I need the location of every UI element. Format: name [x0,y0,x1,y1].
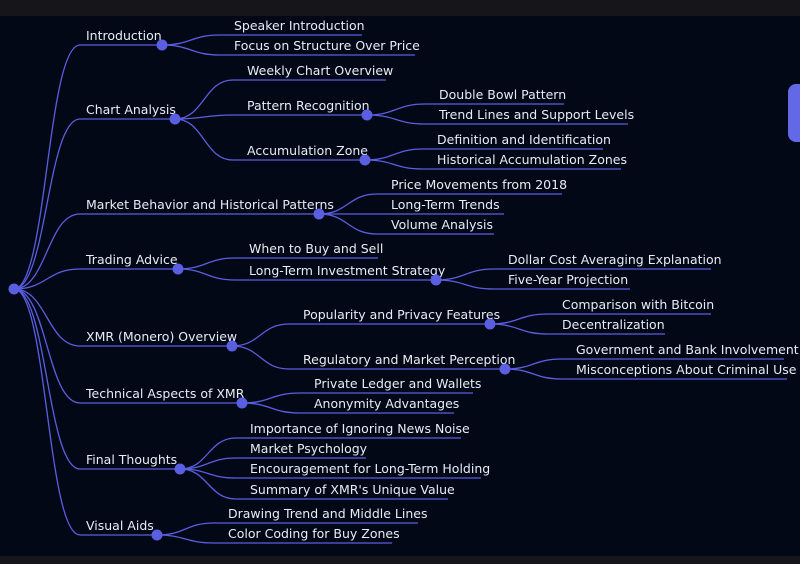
leaf-node-1-2-0[interactable]: Definition and Identification [437,132,611,147]
child-node-2-1[interactable]: Long-Term Trends [391,197,500,212]
branch-node-3[interactable]: Trading Advice [85,252,178,267]
leaf-node-4-0-1[interactable]: Decentralization [562,317,665,332]
child-node-3-1[interactable]: Long-Term Investment Strategy [249,263,446,278]
leaf-node-1-2-1[interactable]: Historical Accumulation Zones [437,152,627,167]
leaf-node-4-1-0[interactable]: Government and Bank Involvement [576,342,799,357]
connector-line [179,468,237,500]
connector-line [364,159,424,170]
child-node-6-3[interactable]: Summary of XMR's Unique Value [250,482,455,497]
expand-dot-1-2[interactable] [359,154,371,166]
connector-line [231,345,290,370]
connector-line [156,534,215,544]
connector-line [318,213,378,235]
connector-line [13,44,81,290]
expand-dot-4-0[interactable] [484,318,496,330]
child-node-1-2[interactable]: Accumulation Zone [247,143,368,158]
child-node-7-1[interactable]: Color Coding for Buy Zones [228,526,400,541]
child-node-6-0[interactable]: Importance of Ignoring News Noise [250,421,470,436]
connector-line [13,288,81,404]
child-node-5-1[interactable]: Anonymity Advantages [314,396,459,411]
connector-line [179,437,237,470]
branch-node-6[interactable]: Final Thoughts [86,452,177,467]
connector-line [504,368,563,380]
child-node-1-1[interactable]: Pattern Recognition [247,98,370,113]
child-node-1-0[interactable]: Weekly Chart Overview [247,63,393,78]
connector-line [231,323,290,347]
expand-dot-1-1[interactable] [361,109,373,121]
connector-line [13,118,81,290]
connector-line [174,79,234,120]
expand-dot-6[interactable] [174,463,186,475]
connector-line [161,44,221,56]
expand-dot-4-1[interactable] [499,363,511,375]
connector-line [174,114,234,120]
connector-line [13,268,81,290]
connector-line [13,213,81,290]
connector-line [241,392,301,404]
leaf-node-1-1-0[interactable]: Double Bowl Pattern [439,87,566,102]
leaf-node-3-1-0[interactable]: Dollar Cost Averaging Explanation [508,252,722,267]
connector-line [366,103,426,116]
connector-layer [13,34,563,544]
connector-line [13,288,81,347]
child-node-0-1[interactable]: Focus on Structure Over Price [234,38,420,53]
expand-dot-4[interactable] [226,340,238,352]
side-panel-toggle[interactable] [788,84,800,142]
branch-node-7[interactable]: Visual Aids [86,518,154,533]
connector-line [13,288,81,470]
connector-line [366,114,426,125]
child-node-4-1[interactable]: Regulatory and Market Perception [303,352,515,367]
expand-dot-5[interactable] [236,397,248,409]
child-node-2-0[interactable]: Price Movements from 2018 [391,177,567,192]
branch-node-2[interactable]: Market Behavior and Historical Patterns [86,197,334,212]
connector-line [156,522,215,536]
child-node-5-0[interactable]: Private Ledger and Wallets [314,376,481,391]
child-node-7-0[interactable]: Drawing Trend and Middle Lines [228,506,427,521]
expand-dot-0[interactable] [156,39,168,51]
child-node-6-1[interactable]: Market Psychology [250,441,368,456]
connector-line [241,402,301,414]
connector-line [364,148,424,161]
root-node-dot[interactable] [8,283,20,295]
child-node-3-0[interactable]: When to Buy and Sell [249,241,383,256]
expand-dot-1[interactable] [169,113,181,125]
child-node-2-2[interactable]: Volume Analysis [391,217,493,232]
expand-dot-3-1[interactable] [430,274,442,286]
leaf-node-4-1-1[interactable]: Misconceptions About Criminal Use [576,362,797,377]
branch-node-1[interactable]: Chart Analysis [86,102,176,117]
connector-line [489,323,549,335]
connector-line [177,268,236,281]
connector-line [177,257,236,270]
expand-dot-7[interactable] [151,529,163,541]
leaf-node-4-0-0[interactable]: Comparison with Bitcoin [562,297,714,312]
child-node-0-0[interactable]: Speaker Introduction [234,18,365,33]
leaf-node-1-1-1[interactable]: Trend Lines and Support Levels [438,107,634,122]
expand-dot-3[interactable] [172,263,184,275]
branch-node-4[interactable]: XMR (Monero) Overview [86,329,237,344]
branch-node-0[interactable]: Introduction [86,28,162,43]
child-node-4-0[interactable]: Popularity and Privacy Features [303,307,500,322]
branch-node-5[interactable]: Technical Aspects of XMR [85,386,245,401]
leaf-node-3-1-1[interactable]: Five-Year Projection [508,272,628,287]
connector-line [174,118,234,161]
connector-line [435,279,495,290]
connector-line [161,34,221,46]
expand-dot-2[interactable] [313,208,325,220]
child-node-6-2[interactable]: Encouragement for Long-Term Holding [250,461,490,476]
connector-line [13,288,81,536]
